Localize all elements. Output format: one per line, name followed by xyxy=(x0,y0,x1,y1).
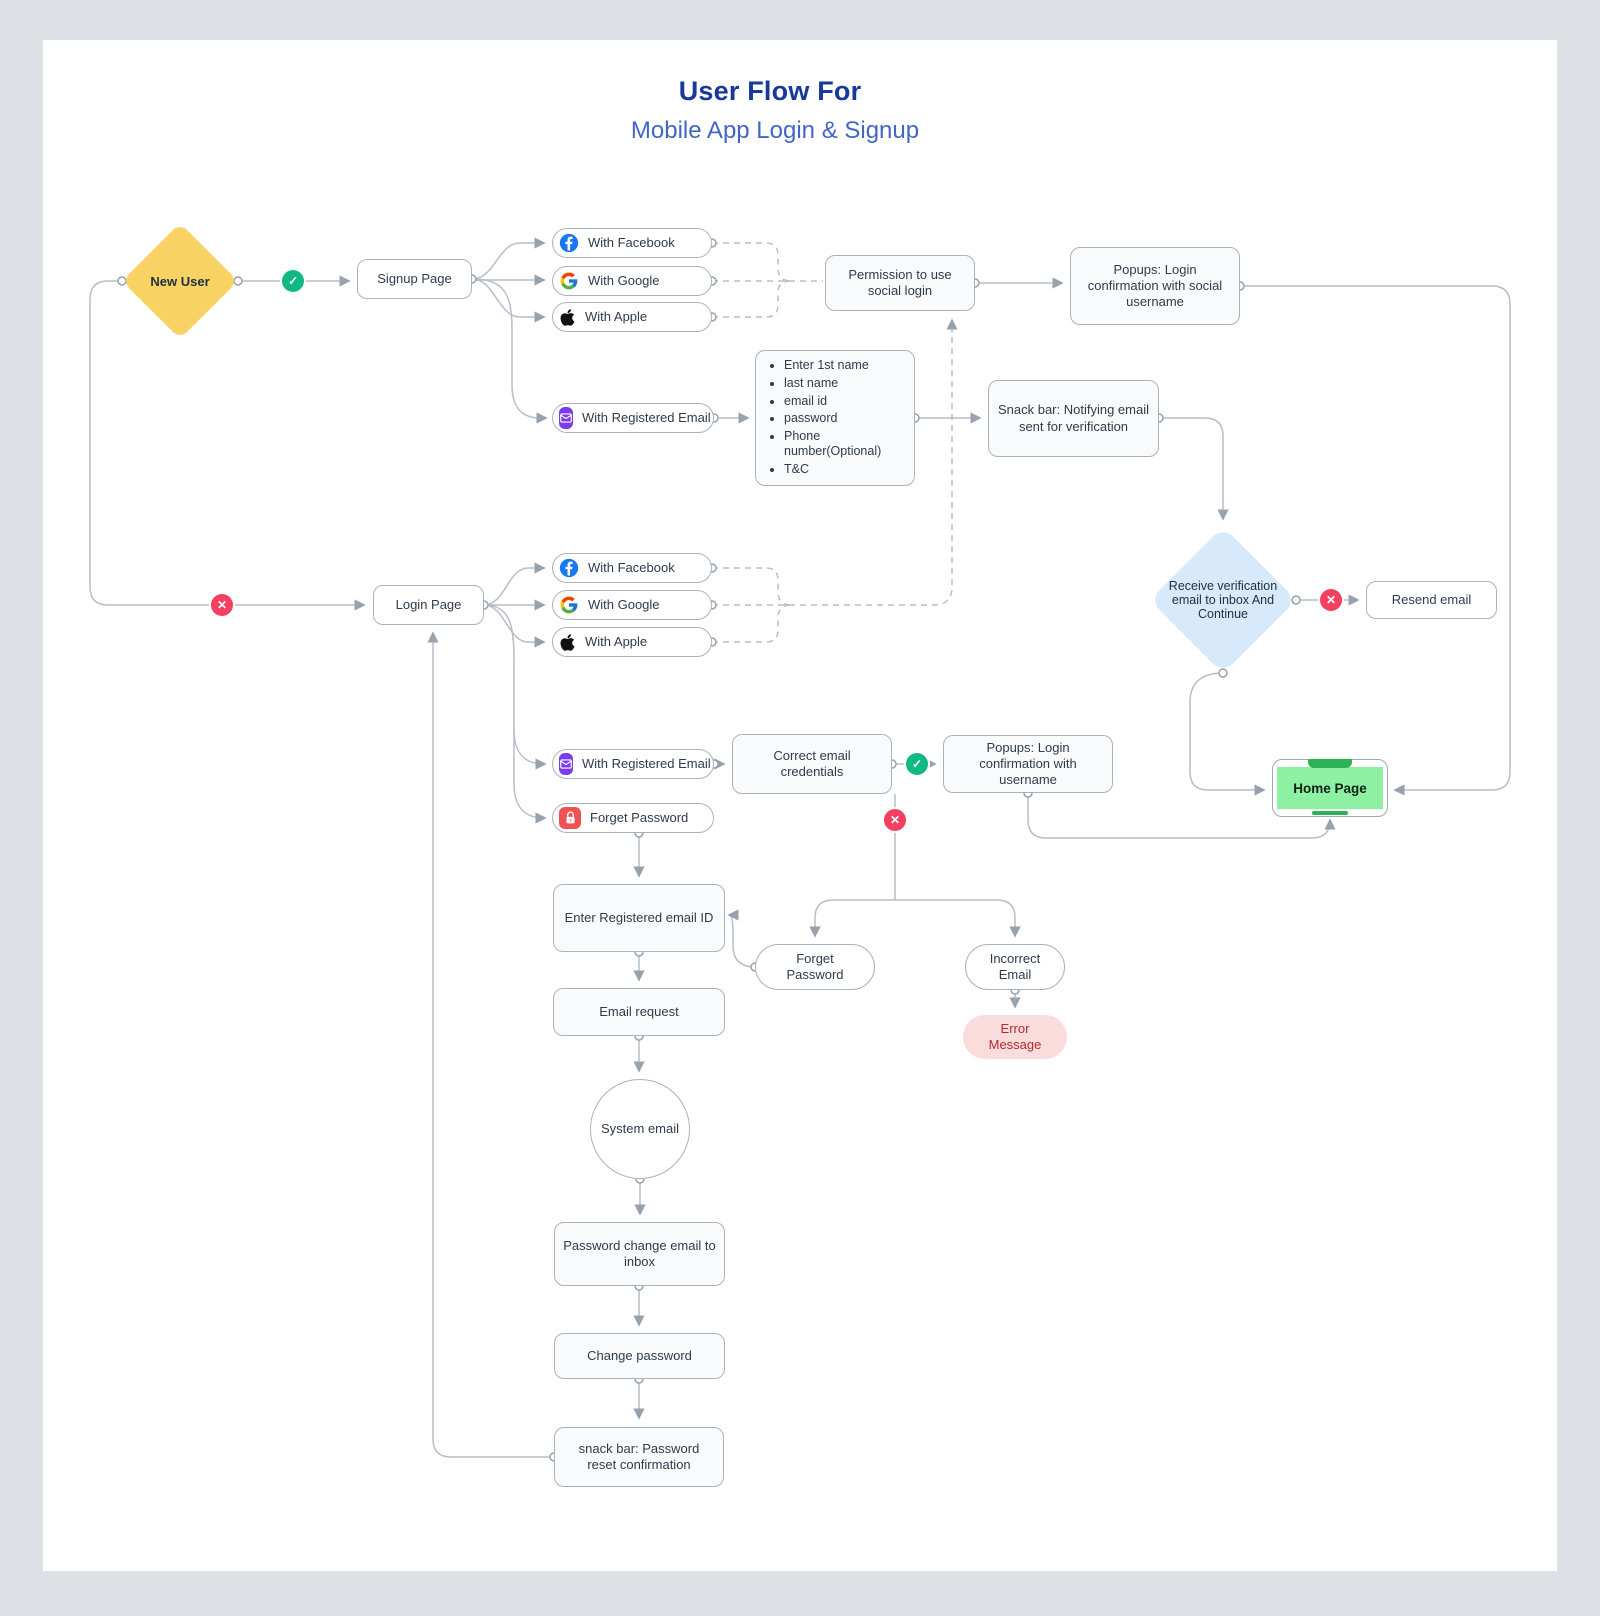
form-item: Enter 1st name xyxy=(784,358,906,374)
login-with-facebook[interactable]: With Facebook xyxy=(552,553,712,583)
change-password-label: Change password xyxy=(587,1347,692,1363)
form-item: T&C xyxy=(784,462,906,478)
login-with-registered-email[interactable]: With Registered Email xyxy=(552,749,714,779)
signup-apple-label: With Apple xyxy=(585,308,648,324)
email-request-label: Email request xyxy=(599,1003,679,1019)
signup-with-registered-email[interactable]: With Registered Email xyxy=(552,403,714,433)
login-page-label: Login Page xyxy=(395,596,462,612)
new-user-label: New User xyxy=(150,273,210,289)
apple-icon xyxy=(559,308,576,327)
login-with-google[interactable]: With Google xyxy=(552,590,712,620)
node-change-password[interactable]: Change password xyxy=(554,1333,725,1379)
node-snackbar-password-reset[interactable]: snack bar: Password reset confirmation xyxy=(554,1427,724,1487)
phone-notch xyxy=(1308,759,1352,768)
page-subtitle: Mobile App Login & Signup xyxy=(630,117,920,144)
node-forget-password-branch[interactable]: Forget Password xyxy=(755,944,875,990)
resend-email-label: Resend email xyxy=(1391,591,1472,607)
node-resend-email[interactable]: Resend email xyxy=(1366,581,1497,619)
snackbar-verification-label: Snack bar: Notifying email sent for veri… xyxy=(997,402,1149,434)
google-icon xyxy=(559,271,579,291)
node-receive-verification[interactable]: Receive verification email to inbox And … xyxy=(1149,526,1297,674)
page-title: User Flow For xyxy=(678,76,862,106)
signup-with-apple[interactable]: With Apple xyxy=(552,302,712,332)
signup-with-google[interactable]: With Google xyxy=(552,266,712,296)
node-system-email[interactable]: System email xyxy=(590,1079,690,1179)
login-with-apple[interactable]: With Apple xyxy=(552,627,712,657)
signup-with-facebook[interactable]: With Facebook xyxy=(552,228,712,258)
forget-password-option-label: Forget Password xyxy=(590,809,689,825)
receive-verification-label: Receive verification email to inbox And … xyxy=(1168,579,1278,621)
email-icon xyxy=(559,753,573,775)
form-item: email id xyxy=(784,394,906,410)
incorrect-email-label: Incorrect Email xyxy=(989,950,1041,982)
signup-email-label: With Registered Email xyxy=(582,409,711,425)
home-page-label: Home Page xyxy=(1293,780,1367,796)
forget-password-option[interactable]: ? Forget Password xyxy=(552,803,714,833)
facebook-icon xyxy=(559,233,579,253)
fail-x-icon: ✕ xyxy=(1320,589,1342,611)
phone-home-indicator xyxy=(1312,811,1348,815)
system-email-label: System email xyxy=(600,1120,680,1136)
node-new-user[interactable]: New User xyxy=(122,223,238,339)
node-password-change-email[interactable]: Password change email to inbox xyxy=(554,1222,725,1286)
node-signup-form-fields[interactable]: Enter 1st name last name email id passwo… xyxy=(755,350,915,486)
permission-label: Permission to use social login xyxy=(848,266,952,298)
correct-credentials-label: Correct email credentials xyxy=(773,747,851,779)
form-item: last name xyxy=(784,376,906,392)
login-email-label: With Registered Email xyxy=(582,755,711,771)
login-apple-label: With Apple xyxy=(585,633,648,649)
password-change-email-label: Password change email to inbox xyxy=(563,1237,716,1269)
facebook-icon xyxy=(559,558,579,578)
home-page-screen: Home Page xyxy=(1277,767,1383,809)
node-enter-registered-email[interactable]: Enter Registered email ID xyxy=(553,884,725,952)
node-signup-page[interactable]: Signup Page xyxy=(357,259,472,299)
success-check-icon: ✓ xyxy=(282,270,304,292)
svg-text:?: ? xyxy=(569,818,572,824)
forget-password-branch-label: Forget Password xyxy=(786,950,844,982)
error-message-label: Error Message xyxy=(988,1020,1042,1052)
fail-x-icon: ✕ xyxy=(211,594,233,616)
popup-username-label: Popups: Login confirmation with username xyxy=(979,739,1077,788)
node-snackbar-verification[interactable]: Snack bar: Notifying email sent for veri… xyxy=(988,380,1159,457)
node-error-message[interactable]: Error Message xyxy=(963,1015,1067,1059)
node-login-page[interactable]: Login Page xyxy=(373,585,484,625)
node-popup-social-username[interactable]: Popups: Login confirmation with social u… xyxy=(1070,247,1240,325)
apple-icon xyxy=(559,633,576,652)
node-home-page[interactable]: Home Page xyxy=(1272,759,1388,817)
lock-icon: ? xyxy=(559,807,581,829)
node-correct-credentials[interactable]: Correct email credentials xyxy=(732,734,892,794)
google-icon xyxy=(559,595,579,615)
node-email-request[interactable]: Email request xyxy=(553,988,725,1036)
enter-registered-email-label: Enter Registered email ID xyxy=(564,909,714,925)
popup-social-label: Popups: Login confirmation with social u… xyxy=(1087,261,1223,310)
form-item: Phone number(Optional) xyxy=(784,429,906,460)
login-facebook-label: With Facebook xyxy=(588,559,675,575)
node-popup-username[interactable]: Popups: Login confirmation with username xyxy=(943,735,1113,793)
fail-x-icon: ✕ xyxy=(884,809,906,831)
snackbar-password-reset-label: snack bar: Password reset confirmation xyxy=(578,1440,700,1472)
signup-page-label: Signup Page xyxy=(377,270,452,286)
form-item: password xyxy=(784,411,906,427)
signup-facebook-label: With Facebook xyxy=(588,234,675,250)
login-google-label: With Google xyxy=(588,596,660,612)
email-icon xyxy=(559,407,573,429)
signup-google-label: With Google xyxy=(588,272,660,288)
node-incorrect-email[interactable]: Incorrect Email xyxy=(965,944,1065,990)
node-permission-social-login[interactable]: Permission to use social login xyxy=(825,255,975,311)
success-check-icon: ✓ xyxy=(906,753,928,775)
signup-form-list: Enter 1st name last name email id passwo… xyxy=(764,356,906,479)
